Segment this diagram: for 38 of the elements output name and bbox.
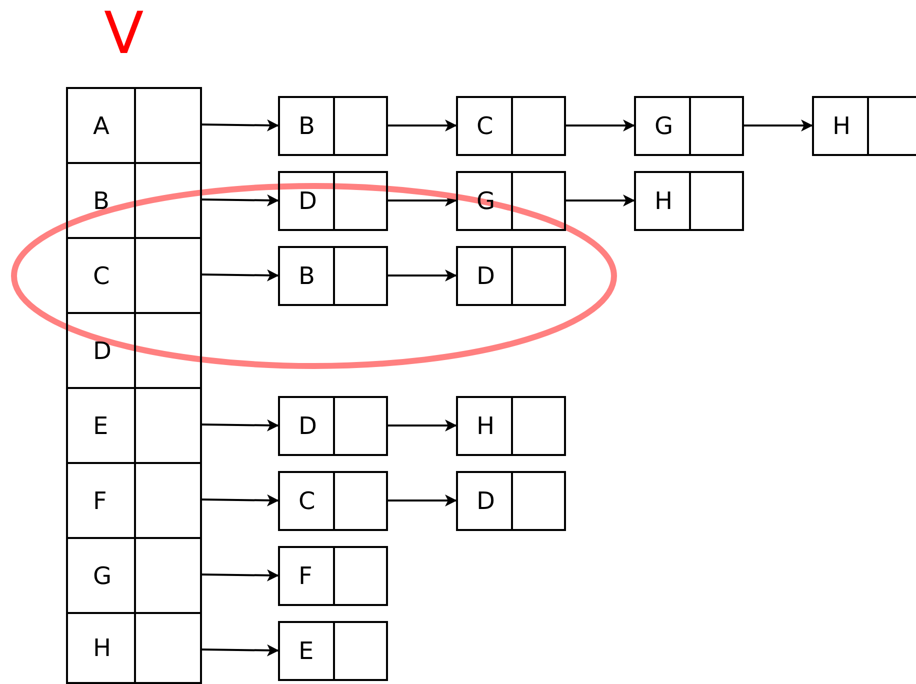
vertex-letter: G <box>654 112 674 140</box>
vertex-letter: D <box>298 412 317 440</box>
arrow <box>202 569 279 582</box>
vertex-letter: F <box>298 562 312 590</box>
vertex-letter: B <box>93 186 110 214</box>
array-label: V <box>104 2 144 64</box>
vertex-letter: D <box>93 336 112 364</box>
arrow <box>202 269 279 282</box>
vertex-letter: E <box>93 412 108 440</box>
arrow <box>202 194 279 206</box>
vertex-letter: D <box>476 262 495 290</box>
arrow <box>388 120 457 132</box>
vertex-letter: B <box>298 112 315 140</box>
vertex-letter: H <box>476 412 495 440</box>
vertex-letter: D <box>476 486 495 514</box>
vertex-letter: B <box>298 262 315 290</box>
arrow <box>566 120 635 132</box>
vertex-letter: C <box>476 112 494 140</box>
vertex-letter: H <box>93 634 112 662</box>
arrow <box>202 494 279 506</box>
vertex-letter: G <box>93 562 112 590</box>
vertex-letter: C <box>298 486 316 514</box>
arrow <box>388 270 457 282</box>
arrow <box>202 119 279 132</box>
vertex-letter: H <box>654 186 673 214</box>
vertex-letter: G <box>476 186 496 214</box>
arrow <box>202 644 279 656</box>
arrow <box>388 420 457 432</box>
arrow <box>566 194 635 206</box>
vertex-letter: C <box>93 262 110 290</box>
arrow <box>388 494 457 506</box>
arrow <box>744 120 813 132</box>
vertex-letter: H <box>832 112 851 140</box>
vertex-letter: F <box>93 486 107 514</box>
arrow <box>202 419 279 432</box>
vertex-letter: D <box>298 186 317 214</box>
vertex-letter: A <box>93 112 110 140</box>
vertex-letter: E <box>298 636 314 664</box>
